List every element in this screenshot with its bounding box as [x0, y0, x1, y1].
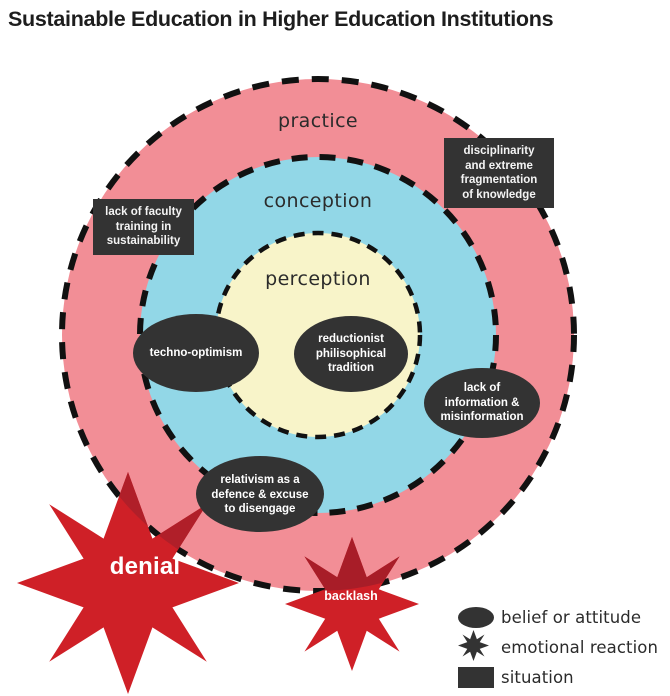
emotion-star-backlash[interactable]	[285, 537, 419, 671]
belief-ellipse-relativism[interactable]	[196, 456, 324, 532]
situation-box-disciplinarity[interactable]: disciplinarity and extreme fragmentation…	[444, 138, 554, 208]
situation-box-faculty-training[interactable]: lack of faculty training in sustainabili…	[93, 199, 194, 255]
legend-item-belief: belief or attitude	[455, 602, 667, 632]
legend: belief or attitude emotional reaction si…	[455, 602, 667, 692]
legend-label-emotion: emotional reaction	[501, 637, 659, 657]
legend-label-belief: belief or attitude	[501, 607, 642, 627]
ring-label-conception: conception	[263, 190, 373, 212]
legend-item-emotion: emotional reaction	[455, 632, 667, 662]
ellipse-icon	[455, 606, 497, 628]
belief-ellipse-misinformation[interactable]	[424, 368, 540, 438]
page-title: Sustainable Education in Higher Educatio…	[8, 7, 554, 31]
belief-ellipse-reductionist[interactable]	[294, 316, 408, 392]
legend-label-situation: situation	[501, 667, 574, 687]
legend-item-situation: situation	[455, 662, 667, 692]
rectangle-icon	[455, 666, 497, 688]
belief-ellipse-techno-optimism[interactable]	[133, 314, 259, 392]
ring-label-perception: perception	[265, 268, 371, 290]
ring-label-practice: practice	[277, 110, 359, 132]
